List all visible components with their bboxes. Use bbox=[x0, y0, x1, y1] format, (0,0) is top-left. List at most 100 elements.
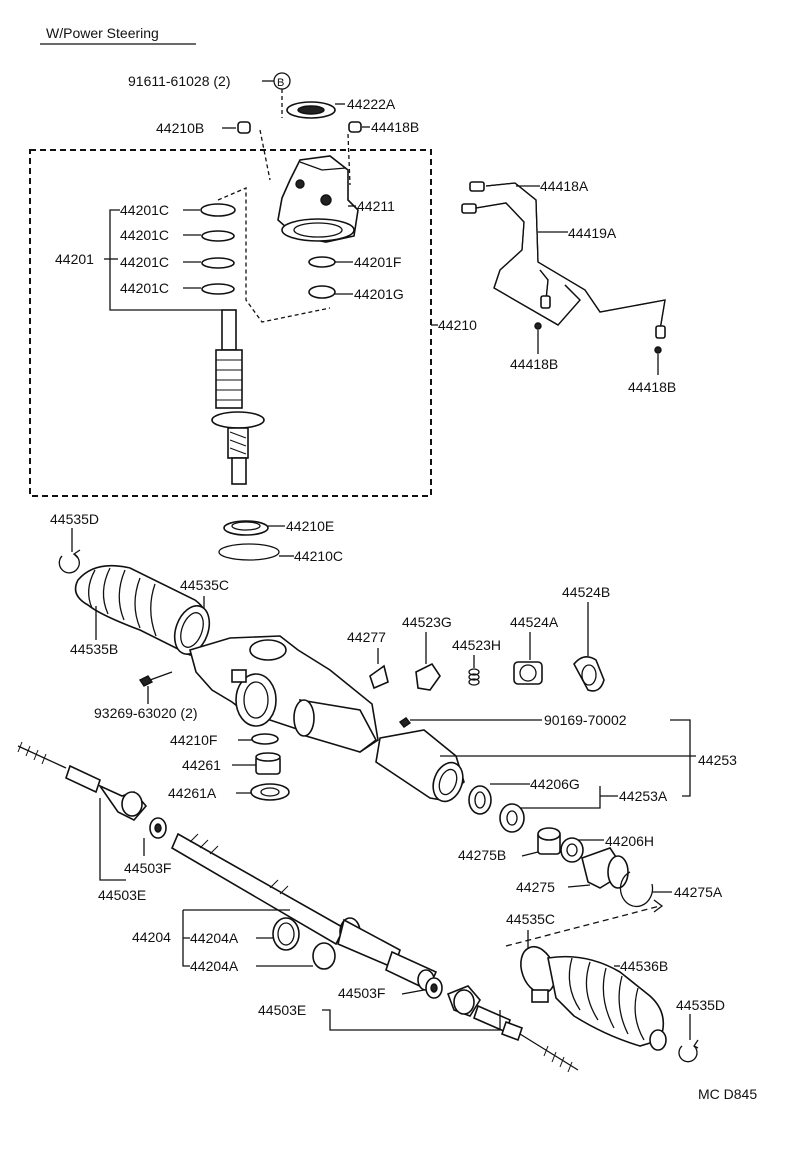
bracket-44503E-right bbox=[322, 1009, 501, 1031]
part-44503F-nut-right-hole bbox=[430, 983, 438, 993]
circle-b-text: B bbox=[277, 77, 284, 89]
part-44503E-tie-rod-left bbox=[17, 741, 148, 821]
label-44419A: 44419A bbox=[568, 225, 617, 241]
label-44535C-top: 44535C bbox=[180, 577, 229, 593]
label-44201: 44201 bbox=[55, 251, 94, 267]
part-44275B-bushing bbox=[537, 827, 561, 855]
part-44524A-hole bbox=[519, 664, 537, 682]
part-44210E-seal bbox=[223, 520, 269, 536]
diagram-title: W/Power Steering bbox=[46, 25, 159, 41]
label-44503F-right: 44503F bbox=[338, 985, 385, 1001]
part-44535D-clamp-bot bbox=[678, 1039, 699, 1063]
part-44419A-pressure-tubes bbox=[461, 181, 666, 339]
leader-44275 bbox=[567, 884, 591, 888]
label-44201G: 44201G bbox=[354, 286, 404, 302]
label-44204: 44204 bbox=[132, 929, 171, 945]
part-44206H-seal bbox=[560, 837, 584, 863]
part-44503F-nut-left-hole bbox=[154, 823, 162, 833]
part-44275A-snap-ring bbox=[619, 871, 654, 908]
part-44204A-ring-2 bbox=[312, 942, 336, 970]
part-44206G-seal-ring bbox=[468, 785, 492, 815]
label-44206H: 44206H bbox=[605, 833, 654, 849]
label-44418B-left: 44418B bbox=[510, 356, 558, 372]
part-44418B-left-washer bbox=[534, 322, 542, 330]
label-44523H: 44523H bbox=[452, 637, 501, 653]
label-44261: 44261 bbox=[182, 757, 221, 773]
part-90169-screw bbox=[398, 717, 412, 728]
label-44210E: 44210E bbox=[286, 518, 334, 534]
label-44201C-3: 44201C bbox=[120, 254, 169, 270]
part-44523H-spring bbox=[468, 668, 480, 686]
label-44275A: 44275A bbox=[674, 884, 723, 900]
part-44523G-guide bbox=[415, 662, 441, 691]
part-44222A-hole bbox=[297, 105, 325, 115]
part-44524B-inner bbox=[581, 664, 597, 686]
part-44261A-inner bbox=[260, 787, 280, 797]
label-44201C-1: 44201C bbox=[120, 202, 169, 218]
label-44204A-1: 44204A bbox=[190, 930, 239, 946]
label-44503E-right: 44503E bbox=[258, 1002, 306, 1018]
part-44418B-right-washer bbox=[654, 346, 662, 354]
part-44524B-cap bbox=[573, 656, 605, 692]
label-44210B: 44210B bbox=[156, 120, 204, 136]
part-rack-housing bbox=[189, 635, 379, 753]
label-91611-61028: 91611-61028 (2) bbox=[128, 73, 230, 89]
part-44503E-tie-rod-right bbox=[446, 985, 579, 1073]
part-44204-rack bbox=[170, 832, 438, 992]
leader-rings-dashed bbox=[217, 187, 331, 323]
part-44206G-inner bbox=[474, 791, 486, 809]
label-44418A: 44418A bbox=[540, 178, 589, 194]
label-44222A: 44222A bbox=[347, 96, 396, 112]
label-44211: 44211 bbox=[357, 198, 395, 214]
part-44210B-nut bbox=[237, 121, 251, 134]
label-44503E-left: 44503E bbox=[98, 887, 146, 903]
leader-44535C-dashed bbox=[505, 905, 661, 947]
label-44201C-2: 44201C bbox=[120, 227, 169, 243]
part-44277-spacer bbox=[369, 664, 389, 690]
label-44253A: 44253A bbox=[619, 788, 668, 804]
part-44201F-ring bbox=[308, 256, 336, 268]
part-44210F-ring bbox=[251, 733, 279, 745]
label-90169: 90169-70002 bbox=[544, 712, 627, 728]
bracket-44503E-left bbox=[99, 798, 126, 881]
part-44253A-oil-seal bbox=[499, 803, 525, 833]
label-44536B: 44536B bbox=[620, 958, 668, 974]
label-44201F: 44201F bbox=[354, 254, 401, 270]
part-44261-bushing bbox=[255, 752, 281, 775]
part-44418B-top bbox=[348, 121, 362, 133]
label-44275: 44275 bbox=[516, 879, 555, 895]
label-44503F-left: 44503F bbox=[124, 860, 171, 876]
part-44253A-inner bbox=[506, 810, 518, 826]
label-44418B-right: 44418B bbox=[628, 379, 676, 395]
label-44261A: 44261A bbox=[168, 785, 217, 801]
label-44210F: 44210F bbox=[170, 732, 217, 748]
diagram-code: MC D845 bbox=[698, 1086, 757, 1102]
leader-44275B bbox=[521, 851, 539, 857]
label-44523G: 44523G bbox=[402, 614, 452, 630]
part-44536B-boot-right bbox=[520, 945, 667, 1051]
part-44204A-ring-1 bbox=[272, 917, 300, 951]
label-44210: 44210 bbox=[438, 317, 477, 333]
label-44206G: 44206G bbox=[530, 776, 580, 792]
label-44524A: 44524A bbox=[510, 614, 559, 630]
part-44210C-oring bbox=[218, 543, 280, 561]
part-93269-bolt bbox=[138, 671, 173, 687]
label-44535D-top: 44535D bbox=[50, 511, 99, 527]
part-44535D-clamp-top bbox=[58, 549, 81, 574]
part-44253-cylinder-tube bbox=[375, 729, 465, 803]
bracket-44201 bbox=[109, 209, 222, 311]
part-44201G-ring bbox=[308, 285, 336, 299]
part-44211-valve-housing bbox=[277, 155, 359, 243]
leader-44210B-dashed bbox=[259, 129, 271, 181]
assembly-box-44210 bbox=[29, 149, 432, 497]
part-44524A-nut bbox=[513, 661, 543, 685]
label-44524B: 44524B bbox=[562, 584, 610, 600]
part-44204A-ring-1-inner bbox=[277, 922, 295, 946]
label-44535B: 44535B bbox=[70, 641, 118, 657]
bracket-44253 bbox=[670, 719, 691, 797]
label-44535D-bot: 44535D bbox=[676, 997, 725, 1013]
label-44277: 44277 bbox=[347, 629, 386, 645]
part-44206H-inner bbox=[566, 843, 578, 857]
